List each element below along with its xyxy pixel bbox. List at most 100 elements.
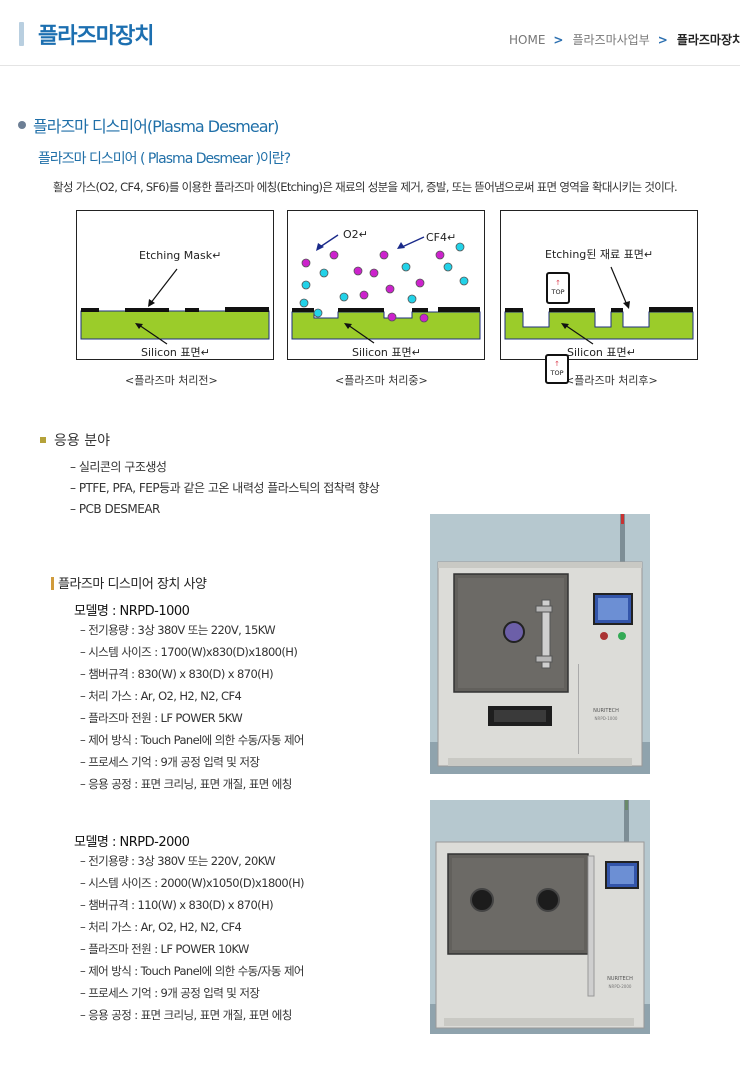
- machine-illustration: NURITECH NRPD-2000: [430, 800, 650, 1034]
- title-accent-bar: [19, 22, 24, 46]
- page-header: 플라즈마장치 HOME > 플라즈마사업부 > 플라즈마장치: [0, 0, 740, 66]
- silicon-surface-label: Silicon 표면↵: [567, 346, 636, 359]
- silicon-pointer-arrow: [138, 324, 168, 345]
- diagram-after-plasma: ↑ TOP Etching된 재료 표면↵ Silicon 표면↵: [500, 210, 698, 360]
- machine-illustration: NURITECH NRPD-1000: [430, 514, 650, 774]
- top-arrow-icon: ↑: [555, 279, 561, 287]
- list-item: – 프로세스 기억 : 9개 공정 입력 및 저장: [80, 986, 260, 1000]
- etching-mask-block: [125, 308, 169, 312]
- diagram-caption: <플라즈마 처리전>: [125, 374, 218, 387]
- applications-title: 응용 분야: [40, 430, 110, 450]
- cf4-label: CF4↵: [426, 231, 456, 244]
- diagram-caption: <플라즈마 처리후>: [565, 374, 658, 387]
- applications-title-text: 응용 분야: [54, 433, 110, 449]
- chevron-right-icon: >: [657, 33, 668, 47]
- etching-mask-block: [185, 308, 199, 312]
- silicon-pointer-arrow: [564, 324, 594, 345]
- breadcrumb-division-link[interactable]: 플라즈마사업부: [572, 33, 650, 47]
- machine-photo-nrpd-1000: NURITECH NRPD-1000: [430, 514, 650, 774]
- arrowhead-icon: [623, 301, 630, 309]
- silicon-layer: [80, 310, 270, 340]
- arrowhead-icon: [397, 242, 405, 249]
- diagram-during-svg: O2↵ CF4↵ Silicon 표면↵: [291, 228, 481, 359]
- bullet-square-icon: [40, 437, 46, 443]
- spec-list-2000: – 전기용량 : 3상 380V 또는 220V, 20KW – 시스템 사이즈…: [80, 851, 305, 1027]
- list-item: – 제어 방식 : Touch Panel에 의한 수동/자동 제어: [80, 964, 305, 978]
- list-item: – 처리 가스 : Ar, O2, H2, N2, CF4: [80, 920, 242, 934]
- etching-mask-block: [649, 307, 693, 312]
- list-item: – 프로세스 기억 : 9개 공정 입력 및 저장: [80, 755, 260, 769]
- silicon-surface-label: Silicon 표면↵: [352, 346, 421, 359]
- list-item: – 응용 공정 : 표면 크리닝, 표면 개질, 표면 에칭: [80, 1008, 292, 1022]
- applications-list: – 실리콘의 구조생성 – PTFE, PFA, FEP등과 같은 고온 내력성…: [70, 458, 380, 521]
- section-title-text: 플라즈마 디스미어(Plasma Desmear): [33, 117, 279, 136]
- diagram-after-svg: ↑ TOP Etching된 재료 표면↵ Silicon 표면↵: [504, 248, 694, 359]
- chevron-right-icon: >: [553, 33, 564, 47]
- top-badge-label: TOP: [549, 369, 563, 377]
- etching-mask-block: [611, 308, 623, 312]
- arrowhead-icon: [561, 323, 569, 329]
- silicon-surface-label: Silicon 표면↵: [141, 346, 210, 359]
- list-item: – PCB DESMEAR: [70, 502, 160, 516]
- list-item: – 시스템 사이즈 : 1700(W)x830(D)x1800(H): [80, 645, 298, 659]
- etching-mask-block: [438, 307, 480, 312]
- specs-title: 플라즈마 디스미어 장치 사양: [51, 573, 207, 592]
- arrowhead-icon: [316, 243, 324, 251]
- etching-mask-block: [412, 308, 428, 312]
- top-badge-overlay: ↑ TOP: [545, 354, 569, 384]
- arrowhead-icon: [344, 323, 352, 329]
- silicon-pointer-arrow: [347, 324, 375, 344]
- list-item: – 전기용량 : 3상 380V 또는 220V, 20KW: [80, 854, 276, 868]
- o2-molecules: [299, 242, 469, 323]
- arrowhead-icon: [148, 299, 155, 307]
- etching-mask-block: [81, 308, 99, 312]
- etching-mask-block: [338, 308, 384, 312]
- header-divider: [0, 65, 740, 66]
- arrowhead-icon: [135, 323, 143, 329]
- machine-brand-label: NURITECH: [607, 976, 633, 982]
- list-item: – 챔버규격 : 830(W) x 830(D) x 870(H): [80, 667, 274, 681]
- list-item: – 실리콘의 구조생성: [70, 460, 167, 474]
- silicon-layer: [291, 311, 481, 340]
- etching-mask-block: [505, 308, 523, 312]
- spec-list-1000: – 전기용량 : 3상 380V 또는 220V, 15KW – 시스템 사이즈…: [80, 620, 305, 796]
- list-item: – 제어 방식 : Touch Panel에 의한 수동/자동 제어: [80, 733, 305, 747]
- bullet-dot-icon: [18, 121, 26, 129]
- model-name-2000: 모델명 : NRPD-2000: [74, 835, 190, 850]
- diagram-caption: <플라즈마 처리중>: [335, 374, 428, 387]
- list-item: – PTFE, PFA, FEP등과 같은 고온 내력성 플라스틱의 접착력 향…: [70, 481, 380, 495]
- section-subtitle: 플라즈마 디스미어 ( Plasma Desmear )이란?: [38, 151, 291, 167]
- diagram-before-plasma: Etching Mask↵ Silicon 표면↵: [76, 210, 274, 360]
- machine-model-plate: NRPD-2000: [609, 984, 632, 989]
- list-item: – 응용 공정 : 표면 크리닝, 표면 개질, 표면 에칭: [80, 777, 292, 791]
- title-accent-bar: [51, 577, 54, 590]
- list-item: – 플라즈마 전원 : LF POWER 5KW: [80, 711, 243, 725]
- breadcrumb: HOME > 플라즈마사업부 > 플라즈마장치: [509, 31, 740, 48]
- list-item: – 챔버규격 : 110(W) x 830(D) x 870(H): [80, 898, 274, 912]
- etching-mask-label: Etching Mask↵: [139, 249, 221, 262]
- list-item: – 전기용량 : 3상 380V 또는 220V, 15KW: [80, 623, 276, 637]
- etched-surface-label: Etching된 재료 표면↵: [545, 248, 653, 261]
- top-badge: [546, 272, 570, 304]
- breadcrumb-home-link[interactable]: HOME: [509, 33, 546, 47]
- top-arrow-icon: ↑: [554, 360, 560, 368]
- mask-pointer-arrow: [149, 268, 178, 305]
- etching-mask-block: [292, 308, 314, 312]
- o2-pointer-arrow: [319, 234, 339, 248]
- list-item: – 시스템 사이즈 : 2000(W)x1050(D)x1800(H): [80, 876, 305, 890]
- cf4-pointer-arrow: [401, 236, 425, 248]
- list-item: – 처리 가스 : Ar, O2, H2, N2, CF4: [80, 689, 242, 703]
- section-title: 플라즈마 디스미어(Plasma Desmear): [18, 113, 279, 137]
- section-description: 활성 가스(O2, CF4, SF6)를 이용한 플라즈마 에칭(Etching…: [53, 180, 678, 194]
- o2-label: O2↵: [343, 228, 368, 241]
- etching-mask-block: [549, 308, 595, 312]
- breadcrumb-current: 플라즈마장치: [676, 33, 740, 47]
- page-title: 플라즈마장치: [38, 24, 154, 49]
- machine-brand-label: NURITECH: [593, 708, 619, 714]
- list-item: – 플라즈마 전원 : LF POWER 10KW: [80, 942, 249, 956]
- model-name-1000: 모델명 : NRPD-1000: [74, 604, 190, 619]
- etching-mask-block: [225, 307, 269, 312]
- diagram-before-svg: Etching Mask↵ Silicon 표면↵: [80, 249, 270, 359]
- diagram-during-plasma: O2↵ CF4↵ Silicon 표면↵: [287, 210, 485, 360]
- etched-pointer-arrow: [610, 266, 628, 306]
